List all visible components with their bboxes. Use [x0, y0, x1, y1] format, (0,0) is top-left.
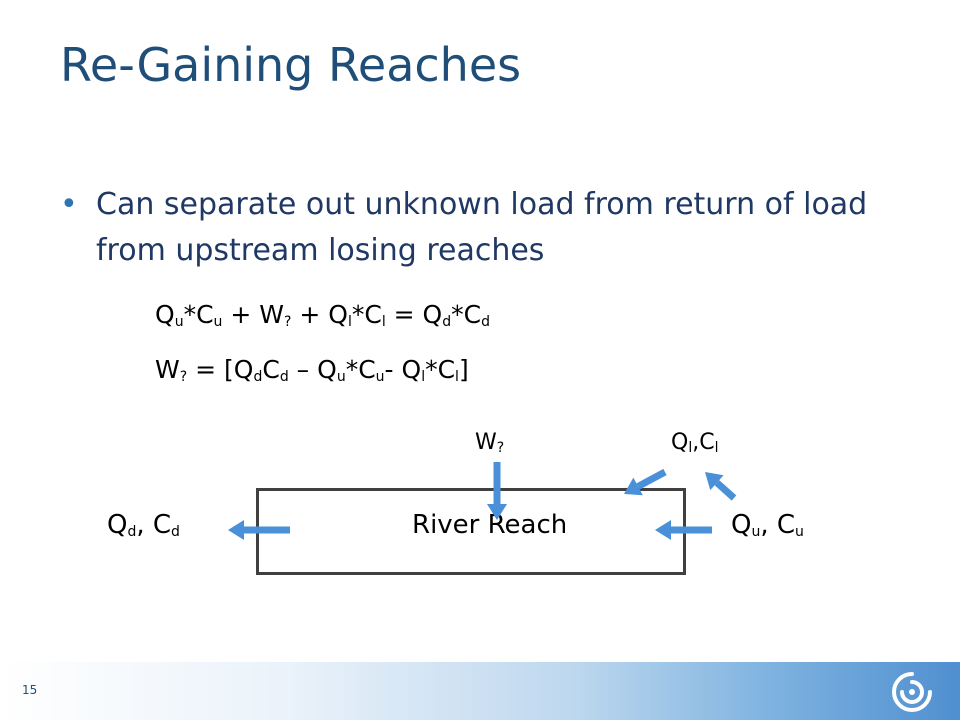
eq1-sub-d2: d: [481, 314, 490, 330]
eq1-sub-u: u: [174, 314, 184, 330]
downstream-c: C: [152, 510, 172, 540]
lateral-return-arrow-shaft: [636, 468, 667, 490]
upstream-c-sub: u: [795, 524, 804, 540]
lateral-sep: ,: [692, 430, 700, 455]
eq1-q-upstream: Q: [155, 300, 175, 329]
upstream-c: C: [776, 510, 796, 540]
eq2-multiply: *: [345, 355, 359, 384]
unknown-w-sub: ?: [496, 440, 505, 456]
downstream-outflow-arrow-head: [228, 520, 244, 540]
eq1-multiply2: *: [351, 300, 365, 329]
lateral-c-sub: l: [714, 440, 719, 456]
eq2-sub-l: l: [421, 369, 426, 385]
eq1-sub-d: d: [442, 314, 452, 330]
lateral-loss-arrow-shaft: [714, 480, 737, 501]
lateral-c: C: [699, 430, 715, 455]
eq2-c-lateral: C: [437, 355, 456, 384]
eq2-q-downstream: Q: [233, 355, 254, 384]
eq2-sub-d2: d: [279, 369, 289, 385]
eq2-sub-d: d: [253, 369, 263, 385]
eq2-sub-l2: l: [455, 369, 459, 385]
eq1-multiply3: *: [451, 300, 464, 329]
eq2-equals: = [: [187, 355, 234, 384]
downstream-c-sub: d: [171, 524, 180, 540]
river-reach-label: River Reach: [412, 510, 568, 540]
eq1-c-upstream: C: [196, 300, 214, 329]
eq2-q-lateral: Q: [401, 355, 422, 384]
eq1-sub-l2: l: [381, 314, 386, 330]
eq1-equals: =: [385, 300, 423, 329]
upstream-q: Q: [731, 510, 752, 540]
downstream-label: Qd, Cd: [107, 510, 180, 540]
lateral-q: Q: [671, 430, 689, 455]
bullet-item: • Can separate out unknown load from ret…: [60, 182, 920, 274]
equation-mass-balance: Qu*Cu + W? + Ql*Cl = Qd*Cd: [155, 300, 490, 330]
eq2-minus2: -: [384, 355, 402, 384]
eq1-plus2: +: [291, 300, 329, 329]
unknown-w: W: [475, 430, 497, 455]
eq1-q-lateral: Q: [328, 300, 348, 329]
equation-unknown-load: W? = [QdCd – Qu*Cu- Ql*Cl]: [155, 355, 469, 385]
logo-icon: [892, 672, 932, 712]
eq2-sub-unknown: ?: [179, 369, 188, 385]
lateral-q-sub: l: [688, 440, 693, 456]
eq1-sub-u2: u: [213, 314, 223, 330]
eq1-sub-l: l: [347, 314, 352, 330]
eq2-q-upstream: Q: [317, 355, 337, 384]
eq1-multiply: *: [183, 300, 197, 329]
unknown-load-label: W?: [475, 430, 504, 456]
eq1-c-lateral: C: [364, 300, 382, 329]
eq1-plus: +: [222, 300, 260, 329]
lateral-loss-arrow-head: [705, 472, 724, 491]
upstream-label: Qu, Cu: [731, 510, 804, 540]
upstream-sep: ,: [760, 510, 777, 540]
eq2-minus: –: [288, 355, 318, 384]
page-number: 15: [22, 683, 38, 697]
eq2-sub-u: u: [336, 369, 346, 385]
bullet-text: Can separate out unknown load from retur…: [96, 187, 868, 268]
downstream-q: Q: [107, 510, 128, 540]
bullet-dot-icon: •: [60, 187, 78, 222]
eq2-w: W: [155, 355, 180, 384]
lateral-loss-arrow: [705, 472, 737, 501]
eq2-close-bracket: ]: [458, 355, 469, 384]
downstream-q-sub: d: [127, 524, 137, 540]
slide-title: Re-Gaining Reaches: [60, 38, 522, 92]
downstream-sep: ,: [136, 510, 153, 540]
eq2-c-upstream: C: [358, 355, 376, 384]
eq2-c-downstream: C: [262, 355, 280, 384]
eq2-sub-u2: u: [375, 369, 385, 385]
eq1-w: W: [259, 300, 284, 329]
footer-bar: [0, 662, 960, 720]
eq2-multiply2: *: [425, 355, 438, 384]
eq1-q-downstream: Q: [422, 300, 443, 329]
lateral-label: Ql,Cl: [671, 430, 718, 456]
eq1-c-downstream: C: [463, 300, 482, 329]
upstream-q-sub: u: [751, 524, 761, 540]
eq1-sub-unknown: ?: [283, 314, 292, 330]
